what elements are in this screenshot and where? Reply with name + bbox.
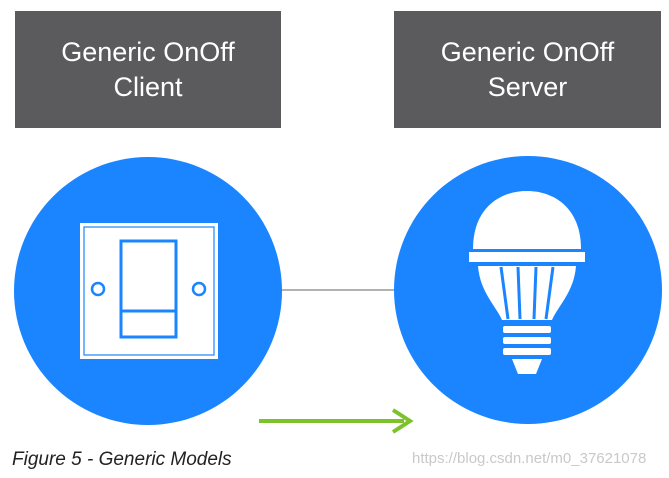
generic-onoff-client-label: Generic OnOff Client [15,11,281,128]
generic-onoff-server-label: Generic OnOff Server [394,11,661,128]
bulb-base-tip [512,359,542,374]
bulb-base-ring-3 [503,348,551,355]
light-switch-icon [80,223,218,359]
arrow-right-icon [259,408,414,434]
bulb-rib-left [499,266,510,320]
arrow-head [391,408,414,434]
bulb-band [469,252,585,262]
server-node [394,156,662,424]
watermark-text: https://blog.csdn.net/m0_37621078 [412,450,647,467]
bulb-dome [473,191,581,249]
switch-screw-right [191,281,207,297]
server-label-line1: Generic OnOff [440,36,615,67]
bulb-rib-center-right [532,266,538,320]
client-label-line1: Generic OnOff [61,36,235,67]
figure-caption: Figure 5 - Generic Models [12,449,232,470]
client-node [14,157,282,425]
bulb-rib-center-left [516,266,522,320]
switch-screw-left [90,281,106,297]
bulb-base-ring-1 [503,326,551,333]
bulb-base-ring-2 [503,337,551,344]
server-label-line2: Server [487,71,568,102]
bulb-rib-right [544,266,555,320]
switch-plate-inner-border [83,226,215,356]
client-label-line2: Client [113,71,183,102]
switch-rocker [119,239,178,339]
light-bulb-icon [469,191,585,374]
